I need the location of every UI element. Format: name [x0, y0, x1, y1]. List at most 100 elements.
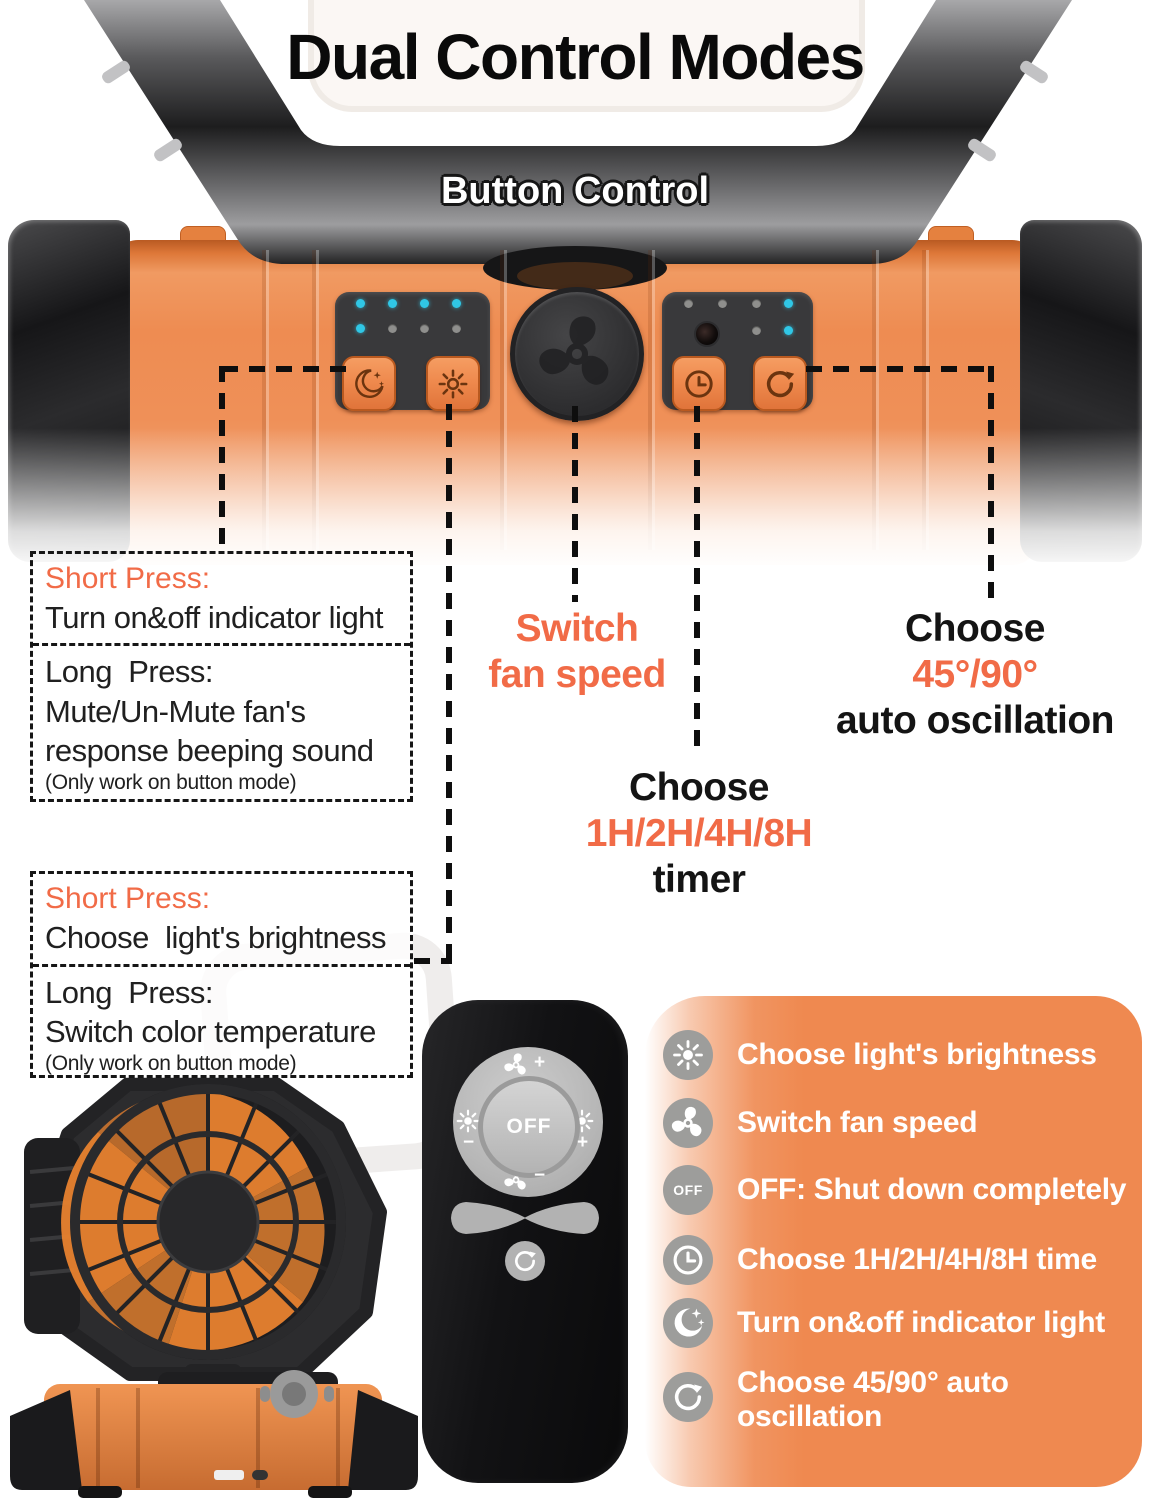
lantern-handle: [84, 0, 1072, 290]
callout-timer-line1: Choose: [628, 766, 770, 809]
moon-stars-icon: [352, 367, 386, 401]
product-fan-photo: [10, 1077, 418, 1498]
remote-oscillation-button: [505, 1241, 545, 1281]
indicator-led-off: [684, 299, 693, 308]
short-press-section: Short Press: Choose light's brightness: [33, 874, 410, 967]
callout-line: [806, 366, 992, 372]
short-press-label: Short Press:: [45, 882, 211, 915]
timer-icon: [682, 367, 716, 401]
oscillation-icon: [763, 367, 797, 401]
indicator-led-off: [452, 324, 461, 333]
callout-timer-line3: timer: [652, 858, 746, 901]
brightness-button: [426, 356, 480, 411]
brightness-icon: [663, 1030, 713, 1080]
callout-oscillation: Choose 45°/90° auto oscillation: [815, 606, 1135, 744]
long-press-label: Long Press:: [45, 654, 214, 689]
remote-sensor: [694, 321, 720, 347]
indicator-led-off: [420, 324, 429, 333]
indicator-led: [420, 299, 429, 308]
lantern-light-panel-ghost: [308, 0, 865, 112]
remote-indicator-light-button: [524, 1202, 599, 1234]
indicator-led: [388, 299, 397, 308]
indicator-light-button: [342, 356, 396, 411]
callout-timer-line2: 1H/2H/4H/8H: [585, 812, 813, 855]
usb-port: [214, 1470, 244, 1480]
callout-oscillation-line3: auto oscillation: [835, 699, 1115, 742]
brightness-minus-icon: [455, 1108, 481, 1134]
callout-line: [694, 406, 700, 756]
body-ridge-line: [648, 250, 652, 550]
legend-text: OFF: Shut down completely: [737, 1173, 1127, 1206]
minus-mark: −: [534, 1165, 546, 1186]
body-ridge-line: [500, 250, 504, 550]
fan-icon: [535, 312, 619, 396]
body-ridge-line: [312, 250, 316, 550]
plus-mark: +: [534, 1052, 546, 1073]
timer-icon: [663, 1235, 713, 1285]
short-press-text: Turn on&off indicator light: [45, 600, 384, 635]
callout-line: [414, 958, 452, 964]
off-icon-label: OFF: [673, 1182, 703, 1198]
fan-hub: [158, 1172, 258, 1272]
brightness-icon: [436, 367, 470, 401]
legend-text: Choose 45/90° auto oscillation: [737, 1366, 1009, 1433]
callout-oscillation-line2: 45°/90°: [912, 653, 1038, 696]
long-press-line2: response beeping sound: [45, 733, 374, 768]
long-press-section: Long Press: Mute/Un-Mute fan's response …: [33, 646, 410, 796]
callout-line: [219, 366, 225, 553]
moon-stars-icon: [663, 1298, 713, 1348]
indicator-led: [356, 299, 365, 308]
callout-line: [446, 404, 452, 964]
short-press-text: Choose light's brightness: [45, 920, 387, 955]
oscillation-icon: [512, 1248, 538, 1274]
minus-mark: −: [463, 1132, 475, 1153]
callout-box-brightness: Short Press: Choose light's brightness L…: [30, 871, 413, 1078]
fan-icon: [663, 1098, 713, 1148]
remote-timer-button: [451, 1202, 526, 1234]
short-press-section: Short Press: Turn on&off indicator light: [33, 554, 410, 646]
callout-line: [572, 406, 578, 602]
legend-text: Choose 1H/2H/4H/8H time: [737, 1243, 1097, 1276]
callout-fan-speed-line1: Switch: [515, 607, 639, 650]
oscillation-button: [753, 356, 807, 411]
fan-speed-button: [510, 287, 644, 421]
section-label-button-control: Button Control: [440, 170, 710, 212]
indicator-led-off: [752, 326, 761, 335]
long-press-label: Long Press:: [45, 975, 214, 1010]
indicator-led-off: [388, 324, 397, 333]
indicator-led: [452, 299, 461, 308]
callout-oscillation-line1: Choose: [904, 607, 1046, 650]
remote-function-legend: Choose light's brightness Switch fan spe…: [645, 996, 1142, 1487]
long-press-note: (Only work on button mode): [45, 1052, 297, 1075]
remote-off-button: OFF: [478, 1076, 580, 1178]
indicator-led: [356, 324, 365, 333]
indicator-led: [784, 299, 793, 308]
callout-line: [988, 366, 994, 602]
fan-grille: [61, 1084, 346, 1360]
callout-timer: Choose 1H/2H/4H/8H timer: [549, 765, 849, 903]
legend-text: Choose light's brightness: [737, 1038, 1097, 1071]
indicator-led-off: [718, 299, 727, 308]
remote-control: + − + − OFF: [422, 1000, 628, 1483]
long-press-line1: Mute/Un-Mute fan's: [45, 694, 306, 729]
body-ridge-line: [262, 250, 266, 550]
body-ridge-line: [922, 250, 926, 550]
legend-text: Switch fan speed: [737, 1106, 978, 1139]
callout-fan-speed-line2: fan speed: [488, 653, 666, 696]
callout-box-indicator-light: Short Press: Turn on&off indicator light…: [30, 551, 413, 802]
fan-base: [10, 1370, 418, 1498]
off-icon: OFF: [663, 1165, 713, 1215]
plus-mark: +: [577, 1132, 589, 1153]
handle-grip-notches: [102, 60, 1048, 162]
off-label: OFF: [506, 1115, 552, 1138]
legend-text: Turn on&off indicator light: [737, 1306, 1105, 1339]
indicator-led: [784, 326, 793, 335]
timer-button: [672, 356, 726, 411]
callout-fan-speed: Switch fan speed: [467, 606, 687, 698]
body-ridge-line: [872, 250, 876, 550]
long-press-text: Switch color temperature: [45, 1014, 376, 1049]
page-title: Dual Control Modes: [286, 21, 865, 93]
long-press-section: Long Press: Switch color temperature (On…: [33, 967, 410, 1077]
long-press-note: (Only work on button mode): [45, 771, 297, 794]
